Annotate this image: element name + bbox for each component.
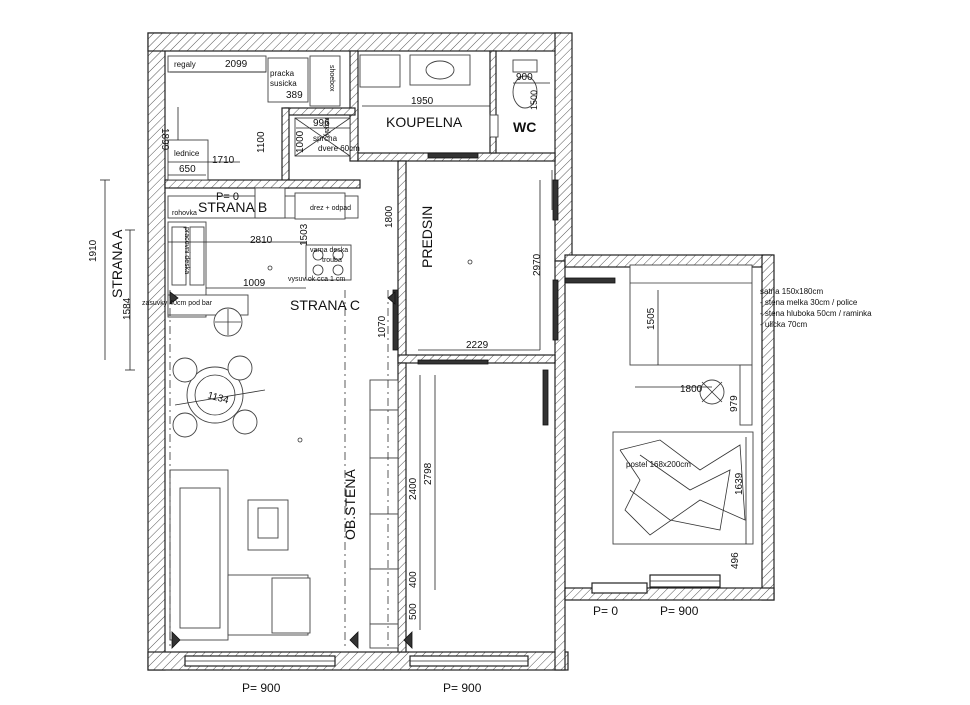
- dim-2970: 2970: [532, 253, 543, 276]
- dim-1710: 1710: [212, 155, 235, 166]
- dim-1584: 1584: [122, 297, 133, 320]
- label-pracka: pracka: [270, 69, 295, 78]
- dim-1950: 1950: [411, 96, 434, 107]
- dim-2400: 2400: [408, 477, 419, 500]
- dim-1009: 1009: [243, 278, 266, 289]
- label-satna-1: - stena melka 30cm / police: [760, 298, 858, 307]
- dim-496: 496: [730, 552, 741, 569]
- label-p0-kitchen: P= 0: [216, 191, 239, 203]
- room-label-strana-b: STRANA B: [198, 199, 267, 215]
- dim-1910: 1910: [88, 239, 99, 262]
- dim-1000: 1000: [295, 130, 306, 153]
- dimension-lines: [100, 71, 747, 630]
- dim-1134: 1134: [206, 390, 230, 406]
- dim-979: 979: [729, 395, 740, 412]
- room-label-strana-c: STRANA C: [290, 297, 360, 313]
- dimension-labels: 2099 389 900 1500 1899 1950 996 1100 100…: [88, 59, 745, 620]
- label-p900-living: P= 900: [242, 681, 281, 695]
- label-varna: varna deska: [310, 247, 348, 254]
- top-rooms: [167, 54, 538, 157]
- label-drez: drez + odpad: [310, 205, 351, 212]
- label-shoebox: shoebox: [328, 65, 335, 92]
- dim-1505: 1505: [646, 307, 657, 330]
- dim-2810: 2810: [250, 235, 273, 246]
- label-sprcha: sprcha: [313, 134, 338, 143]
- dim-900: 900: [516, 72, 533, 83]
- label-p900-bedroom: P= 900: [660, 604, 699, 618]
- room-label-koupelna: KOUPELNA: [386, 114, 463, 130]
- label-satna-2: - stena hluboka 50cm / raminka: [760, 309, 872, 318]
- label-trouba: trouba: [322, 257, 342, 264]
- label-pracovni: pracovni deska: [183, 227, 190, 274]
- dim-2798: 2798: [423, 462, 434, 485]
- dim-650: 650: [179, 164, 196, 175]
- dim-1800-bed: 1800: [680, 384, 703, 395]
- label-rohovka: rohovka: [172, 210, 197, 217]
- label-susicka: susicka: [270, 79, 297, 88]
- label-p0-bedroom: P= 0: [593, 604, 618, 618]
- dim-2099: 2099: [225, 59, 248, 70]
- room-labels: KOUPELNA WC PREDSIN STRANA A STRANA B ST…: [109, 114, 536, 540]
- label-dvere: dvere 60cm: [318, 144, 360, 153]
- dim-1100: 1100: [256, 131, 267, 153]
- label-p900-hall: P= 900: [443, 681, 482, 695]
- doors: [392, 152, 616, 426]
- annotation-labels: regaly pracka susicka shoebox regaly spr…: [142, 60, 872, 695]
- dim-1899: 1899: [159, 128, 170, 151]
- label-regaly-top: regaly: [174, 60, 196, 69]
- dim-1503: 1503: [299, 223, 310, 246]
- living: [169, 259, 473, 650]
- label-satna-title: satna 150x180cm: [760, 287, 823, 296]
- room-label-strana-a: STRANA A: [109, 229, 125, 298]
- label-satna-3: - ulicka 70cm: [760, 320, 807, 329]
- label-zasuvky: zasuvky 40cm pod bar: [142, 300, 213, 307]
- dim-1500: 1500: [529, 90, 539, 110]
- dim-996: 996: [313, 118, 330, 129]
- dim-2229: 2229: [466, 340, 489, 351]
- room-label-wc: WC: [513, 119, 536, 135]
- windows: [184, 574, 721, 667]
- label-postel: postel 168x200cm: [626, 460, 691, 469]
- dim-400: 400: [408, 571, 419, 588]
- label-vysuv: vysuv ok cca 1 cm: [288, 276, 345, 283]
- dim-1070: 1070: [377, 315, 388, 338]
- dim-500: 500: [408, 603, 419, 620]
- label-regaly-side: regaly: [323, 118, 330, 138]
- bedroom: [612, 264, 754, 545]
- room-label-ob-stena: OB.STENA: [342, 469, 358, 540]
- dim-1800-hall: 1800: [384, 205, 395, 228]
- dim-389: 389: [286, 90, 303, 101]
- label-lednice: lednice: [174, 149, 200, 158]
- room-label-predsin: PREDSIN: [419, 206, 435, 268]
- dim-1639: 1639: [734, 472, 745, 495]
